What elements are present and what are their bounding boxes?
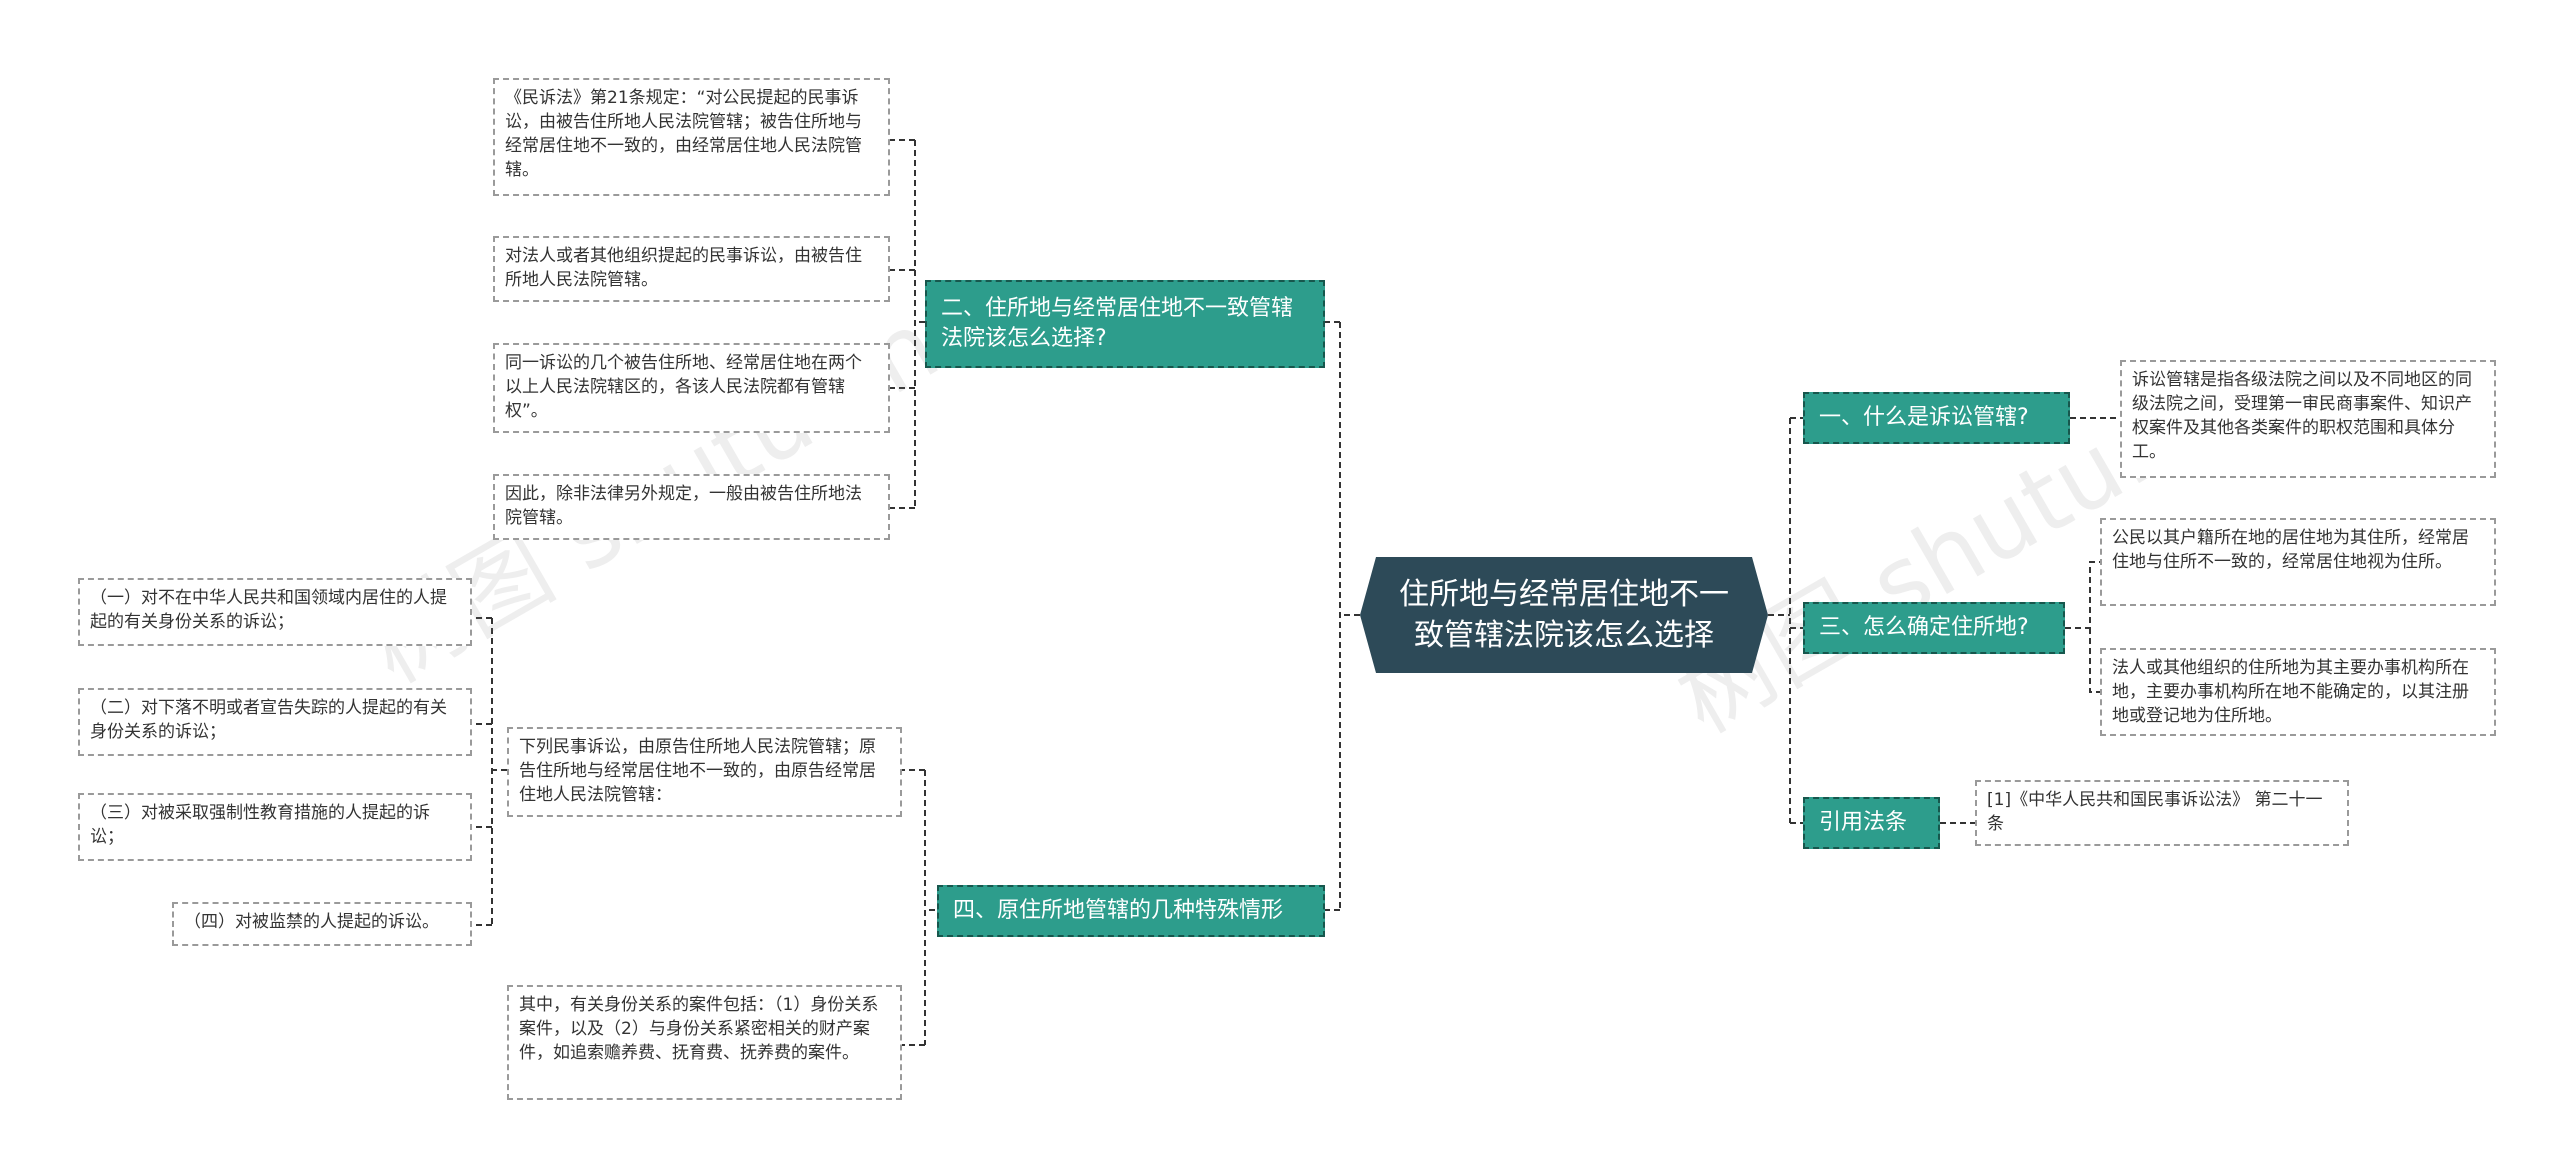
branch-choose-court[interactable]: 二、住所地与经常居住地不一致管辖法院该怎么选择? bbox=[925, 280, 1325, 368]
leaf-plaintiff-domicile-rule[interactable]: 下列民事诉讼，由原告住所地人民法院管辖；原告住所地与经常居住地不一致的，由原告经… bbox=[507, 727, 902, 817]
leaf-identity-cases[interactable]: 其中，有关身份关系的案件包括：（1）身份关系案件，以及（2）与身份关系紧密相关的… bbox=[507, 985, 902, 1100]
branch-cited-law[interactable]: 引用法条 bbox=[1803, 797, 1940, 849]
leaf-law-citation[interactable]: [1]《中华人民共和国民事诉讼法》 第二十一条 bbox=[1975, 780, 2349, 846]
leaf-civil-procedure-art21[interactable]: 《民诉法》第21条规定：“对公民提起的民事诉讼，由被告住所地人民法院管辖；被告住… bbox=[493, 78, 890, 196]
branch-determine-domicile[interactable]: 三、怎么确定住所地? bbox=[1803, 602, 2065, 654]
branch-special-cases[interactable]: 四、原住所地管辖的几种特殊情形 bbox=[937, 885, 1325, 937]
leaf-legal-person-domicile[interactable]: 法人或其他组织的住所地为其主要办事机构所在地，主要办事机构所在地不能确定的，以其… bbox=[2100, 648, 2496, 736]
root-topic[interactable]: 住所地与经常居住地不一致管辖法院该怎么选择 bbox=[1360, 557, 1768, 673]
leaf-item-3[interactable]: （三）对被采取强制性教育措施的人提起的诉讼； bbox=[78, 793, 472, 861]
leaf-multiple-defendants[interactable]: 同一诉讼的几个被告住所地、经常居住地在两个以上人民法院辖区的，各该人民法院都有管… bbox=[493, 343, 890, 433]
leaf-item-4[interactable]: （四）对被监禁的人提起的诉讼。 bbox=[172, 902, 472, 946]
leaf-jurisdiction-definition[interactable]: 诉讼管辖是指各级法院之间以及不同地区的同级法院之间，受理第一审民商事案件、知识产… bbox=[2120, 360, 2496, 478]
leaf-item-1[interactable]: （一）对不在中华人民共和国领域内居住的人提起的有关身份关系的诉讼； bbox=[78, 578, 472, 646]
branch-what-is-jurisdiction[interactable]: 一、什么是诉讼管辖? bbox=[1803, 392, 2070, 444]
leaf-legal-person-lawsuit[interactable]: 对法人或者其他组织提起的民事诉讼，由被告住所地人民法院管辖。 bbox=[493, 236, 890, 302]
leaf-citizen-domicile[interactable]: 公民以其户籍所在地的居住地为其住所，经常居住地与住所不一致的，经常居住地视为住所… bbox=[2100, 518, 2496, 606]
leaf-item-2[interactable]: （二）对下落不明或者宣告失踪的人提起的有关身份关系的诉讼； bbox=[78, 688, 472, 756]
leaf-conclusion[interactable]: 因此，除非法律另外规定，一般由被告住所地法院管辖。 bbox=[493, 474, 890, 540]
